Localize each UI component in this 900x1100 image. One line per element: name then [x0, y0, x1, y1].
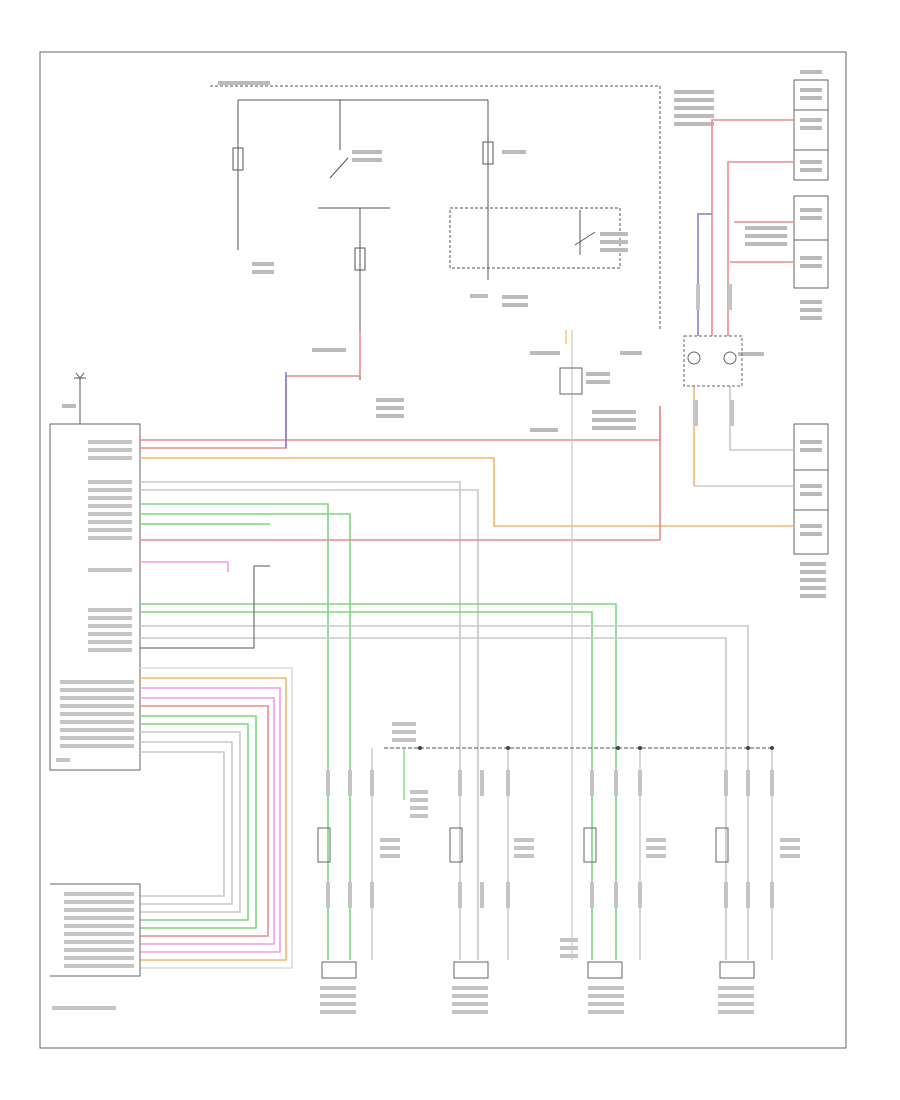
antenna-icon [74, 372, 86, 424]
speaker-front-right [449, 827, 534, 1014]
cd-changer-pin-labels [52, 892, 134, 1010]
cd-changer-plug [683, 335, 743, 387]
radio-pin-labels [56, 440, 134, 762]
ground-feed [559, 86, 661, 960]
power-distribution [210, 85, 660, 380]
cd-changer-bundle [140, 667, 293, 969]
wire-color-tags [326, 284, 774, 908]
cd-changer-unit [50, 883, 141, 977]
bus-labels [392, 722, 428, 818]
right-connector-labels [738, 70, 826, 598]
radio-unit [49, 423, 141, 771]
right-side-wires [693, 119, 794, 487]
harness-wires [140, 330, 794, 960]
page-frame [39, 51, 847, 1049]
faint-component-labels [62, 81, 714, 432]
speaker-rear-left [560, 827, 666, 1014]
bus-junction-dots [418, 746, 774, 750]
speaker-rear-right [715, 827, 800, 1014]
speaker-front-left [317, 827, 400, 1014]
right-connectors [793, 79, 829, 555]
